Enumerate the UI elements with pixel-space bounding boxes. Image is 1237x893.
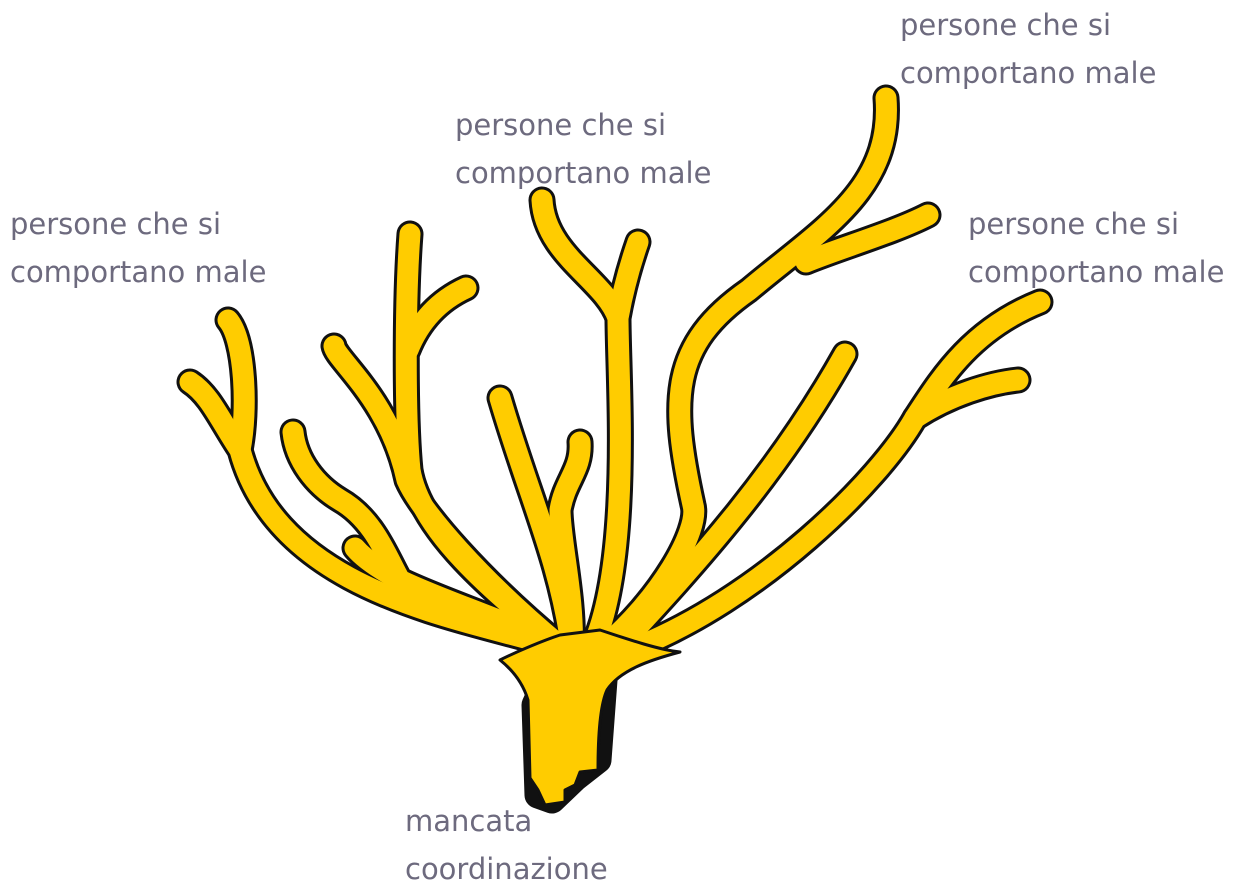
root-label-line: mancata: [405, 797, 608, 845]
branch-label-line: comportano male: [900, 49, 1156, 97]
branch-label-line: comportano male: [968, 248, 1224, 296]
root-label-line: coordinazione: [405, 845, 608, 893]
root-label: mancata coordinazione: [405, 797, 608, 893]
tree-branches: [190, 98, 1040, 805]
branch-label: persone che si comportano male: [455, 101, 711, 197]
branch-label-line: persone che si: [10, 200, 266, 248]
branch-label: persone che si comportano male: [900, 1, 1156, 97]
branch-label-line: persone che si: [455, 101, 711, 149]
branch-label-line: persone che si: [968, 200, 1224, 248]
branch-label-line: persone che si: [900, 1, 1156, 49]
branch-label-line: comportano male: [10, 248, 266, 296]
branch-label-line: comportano male: [455, 149, 711, 197]
branch-label: persone che si comportano male: [10, 200, 266, 296]
branch-label: persone che si comportano male: [968, 200, 1224, 296]
